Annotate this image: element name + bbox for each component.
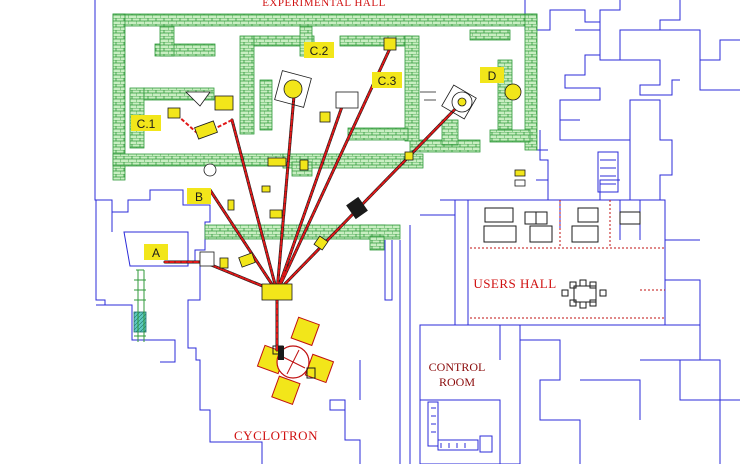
control-room-label-line1: CONTROL [429,360,486,374]
users-hall-furniture [483,207,641,309]
label-a: A [152,246,160,260]
control-room-console [427,401,493,453]
label-c1: C.1 [137,117,156,131]
area-labels: EXPERIMENTAL HALL USERS HALL CONTROL ROO… [234,0,556,443]
users-hall-dividers [470,200,665,319]
experimental-hall-label: EXPERIMENTAL HALL [262,0,386,9]
cyclotron-label: CYCLOTRON [234,428,318,443]
users-hall-label: USERS HALL [473,276,556,291]
control-room-label-line2: ROOM [439,375,475,389]
beamline-components [167,37,526,301]
access-ladder [133,269,147,342]
label-c2: C.2 [310,44,329,58]
beamline-labels: A B C.1 C.2 C.3 D [131,42,504,260]
label-b: B [195,190,203,204]
cyclotron-magnet [256,316,335,406]
label-d: D [488,69,497,83]
shielding-walls [112,13,538,251]
label-c3: C.3 [378,74,397,88]
beam-lines [163,42,464,352]
